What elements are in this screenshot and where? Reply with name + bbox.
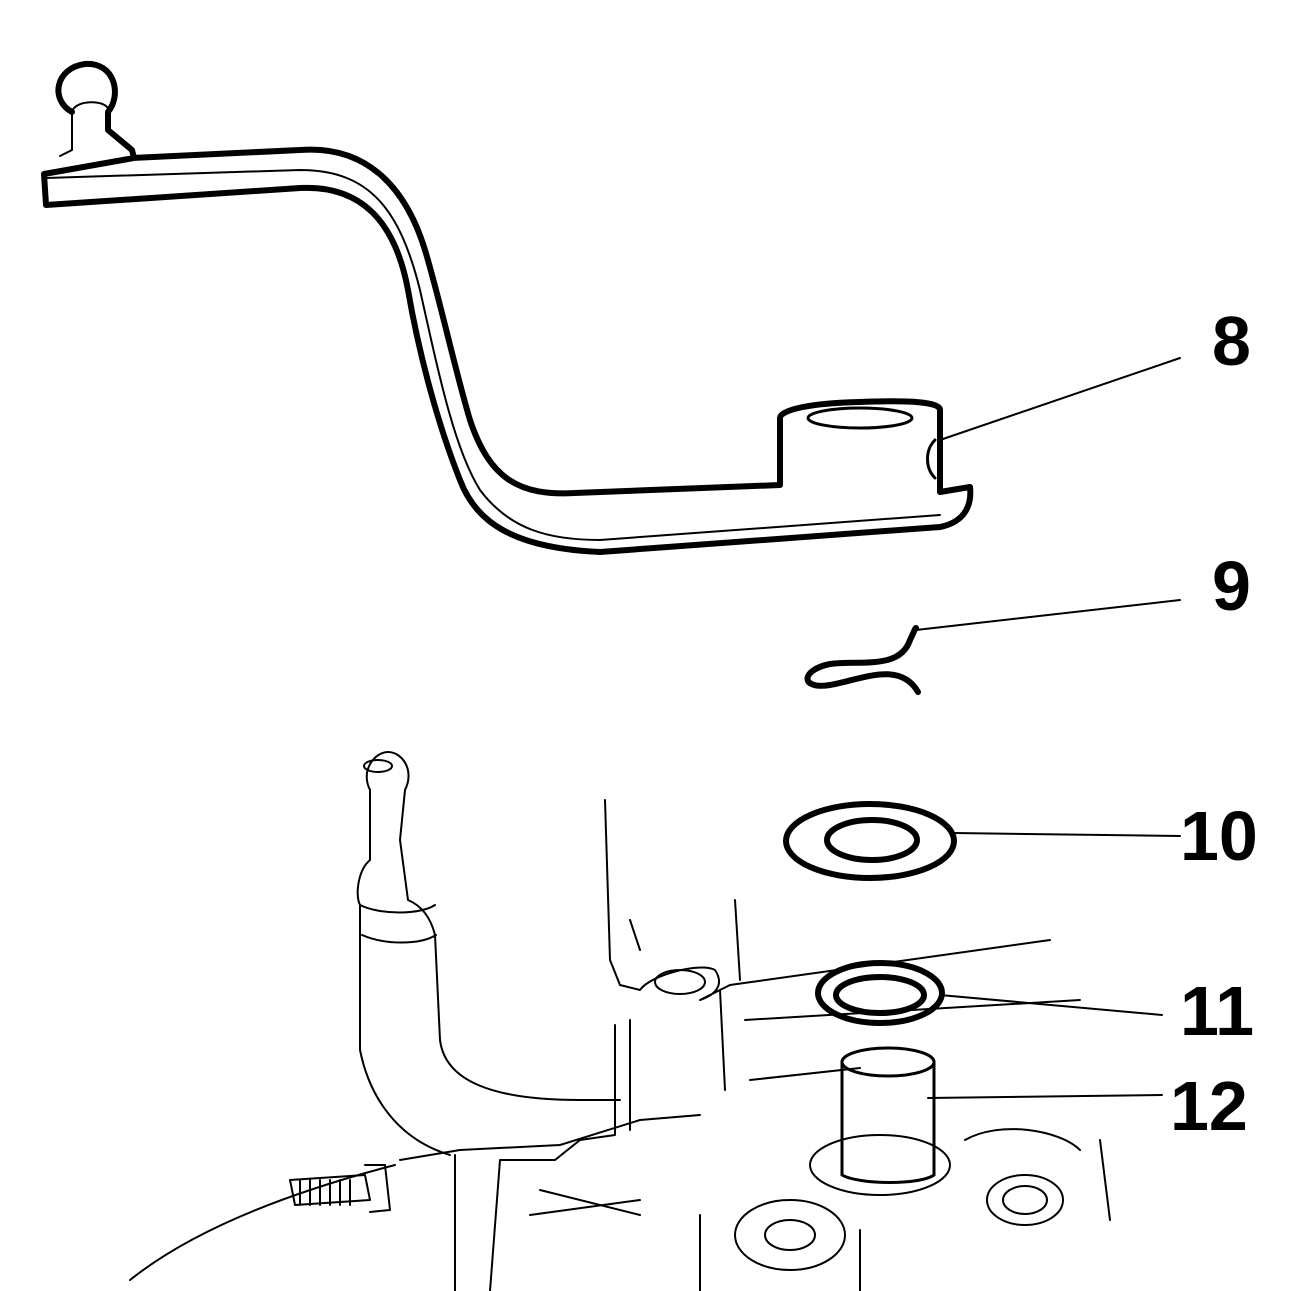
part-12-sleeve	[840, 1046, 1163, 1184]
callout-10: 10	[1180, 797, 1258, 875]
part-10-washer	[783, 801, 1181, 881]
part-9-spring-clip	[804, 599, 1181, 695]
callout-11: 11	[1180, 972, 1254, 1050]
callout-9: 9	[1212, 547, 1251, 625]
callout-8: 8	[1212, 302, 1251, 380]
part-8-shift-lever	[41, 60, 1181, 555]
part-11-o-ring	[815, 960, 1163, 1026]
gearbox-housing	[129, 751, 1111, 1291]
callout-12: 12	[1170, 1067, 1248, 1145]
